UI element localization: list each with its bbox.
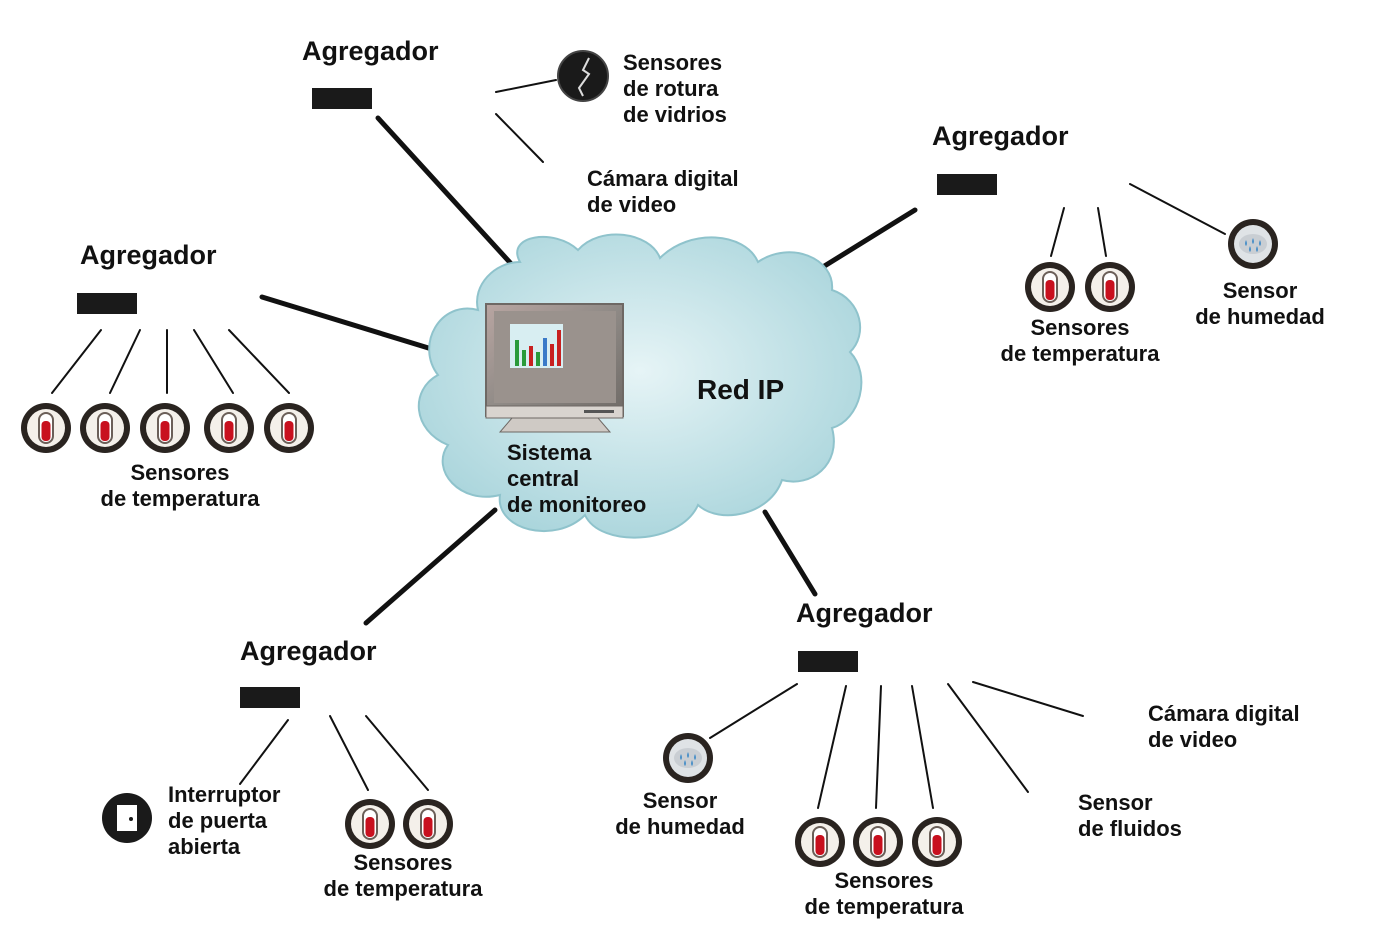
aggregator-box-right[interactable]	[937, 174, 997, 195]
branch-right-2	[1097, 207, 1107, 257]
bottom-left-aggregator-title: Agregador	[240, 636, 377, 666]
branch-br-1	[817, 685, 847, 809]
branch-br-2	[875, 685, 882, 809]
thermometer-icon[interactable]	[911, 816, 963, 868]
branch-left-5	[228, 329, 290, 394]
branch-br-humidity	[709, 683, 798, 739]
branch-left-2	[109, 329, 141, 394]
link-bottom-left-aggregator	[363, 507, 498, 626]
door-switch-label: Interruptor de puerta abierta	[168, 782, 281, 859]
branch-right-humidity	[1129, 183, 1226, 235]
bottom-left-sensors	[102, 793, 454, 850]
right-aggregator-title: Agregador	[932, 121, 1069, 151]
branch-bl-1	[329, 715, 369, 791]
thermometer-icon[interactable]	[402, 798, 454, 850]
thermometer-icon[interactable]	[852, 816, 904, 868]
left-temp-label: Sensores de temperatura	[100, 460, 260, 511]
branch-br-camera	[972, 681, 1084, 717]
top-aggregator-title: Agregador	[302, 36, 439, 66]
thermometer-icon[interactable]	[79, 402, 131, 454]
aggregator-box-bottom-left[interactable]	[240, 687, 300, 708]
fluids-sensor-label: Sensor de fluidos	[1078, 790, 1182, 841]
thermometer-icon[interactable]	[20, 402, 72, 454]
branch-left-4	[193, 329, 234, 394]
thermometer-icon[interactable]	[794, 816, 846, 868]
humidity-drops-icon[interactable]	[1228, 219, 1278, 269]
branch-door	[239, 719, 289, 785]
link-bottom-right-aggregator	[762, 509, 818, 597]
door-icon[interactable]	[102, 793, 152, 843]
thermometer-icon[interactable]	[263, 402, 315, 454]
thermometer-icon[interactable]	[139, 402, 191, 454]
left-aggregator-title: Agregador	[80, 240, 217, 270]
aggregator-boxes	[77, 88, 997, 708]
bottom-left-temp-label: Sensores de temperatura	[323, 850, 483, 901]
thermometer-icon[interactable]	[1024, 261, 1076, 313]
branch-br-3	[911, 685, 934, 809]
right-temp-label: Sensores de temperatura	[1000, 315, 1160, 366]
connection-lines	[51, 79, 1226, 809]
network-label: Red IP	[697, 374, 785, 405]
link-left-aggregator	[259, 294, 438, 353]
monitor-label: Sistema central de monitoreo	[507, 440, 647, 517]
thermometer-icon[interactable]	[344, 798, 396, 850]
link-right-aggregator	[815, 207, 918, 273]
left-temperature-sensors	[20, 402, 315, 454]
branch-bl-2	[365, 715, 429, 791]
branch-camera-top	[495, 113, 544, 163]
camera-top-label: Cámara digital de video	[587, 166, 739, 217]
link-top-aggregator	[375, 115, 518, 271]
branch-glass	[495, 79, 557, 93]
monitor-icon	[485, 303, 624, 433]
bottom-right-aggregator-title: Agregador	[796, 598, 933, 628]
aggregator-box-left[interactable]	[77, 293, 137, 314]
aggregator-box-top[interactable]	[312, 88, 372, 109]
bottom-right-humidity-label: Sensor de humedad	[615, 788, 745, 839]
thermometer-icon[interactable]	[1084, 261, 1136, 313]
broken-glass-icon[interactable]	[557, 50, 609, 102]
glass-sensors-label: Sensores de rotura de vidrios	[623, 50, 727, 127]
branch-left-1	[51, 329, 102, 394]
branch-br-fluids	[947, 683, 1029, 793]
branch-right-1	[1050, 207, 1065, 257]
bottom-right-temp-label: Sensores de temperatura	[804, 868, 964, 919]
thermometer-icon[interactable]	[203, 402, 255, 454]
aggregator-box-bottom-right[interactable]	[798, 651, 858, 672]
camera-bottom-label: Cámara digital de video	[1148, 701, 1300, 752]
right-humidity-label: Sensor de humedad	[1195, 278, 1325, 329]
humidity-drops-icon[interactable]	[663, 733, 713, 783]
